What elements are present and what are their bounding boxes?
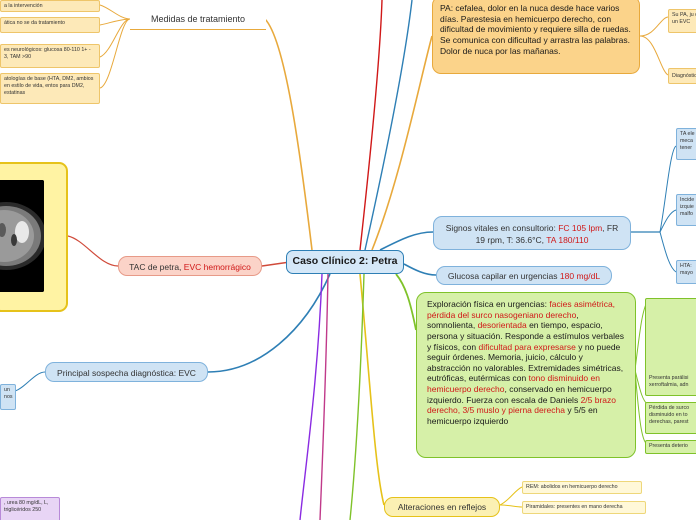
right-cell-incidencia[interactable]: Incide izquie malfo <box>676 194 696 226</box>
right-cell-pa-evc[interactable]: Su PA, ju de un EVC <box>668 9 696 33</box>
tac-text: TAC de petra, <box>129 262 184 272</box>
exploracion-text-run: , conservado en hemicuerpo izquierdo. Fu… <box>427 384 612 405</box>
branch-sospecha[interactable]: Principal sospecha diagnóstica: EVC <box>45 362 208 382</box>
exploracion-finding-highlight: tono disminuido en hemicuerpo derecho <box>427 373 600 394</box>
central-topic[interactable]: Caso Clínico 2: Petra <box>286 250 404 274</box>
right-cell-surco[interactable]: Pérdida de surco disminuido en to derech… <box>645 402 696 434</box>
exploracion-finding-highlight: dificultad para expresarse <box>478 341 576 352</box>
exploracion-text-run: y 5/5 en hemicuerpo izquierdo <box>427 405 598 426</box>
exploracion-text-run: y no puede seguir órdenes. Memoria, juic… <box>427 341 624 384</box>
vitales-mid: , FR 19 rpm, T: 36.6°C, <box>475 223 619 245</box>
glucosa-label: Glucosa capilar en urgencias <box>447 271 560 281</box>
right-cell-hta[interactable]: HTA: mayo <box>676 260 696 284</box>
left-cell-patologias[interactable]: atologías de base (HTA, DM2, ambios en e… <box>0 73 100 104</box>
branch-signos-vitales[interactable]: Signos vitales en consultorio: FC 105 lp… <box>433 216 631 250</box>
left-cell-laboratorios[interactable]: , urea 80 mg/dL, L, triglicéridos 250 <box>0 497 60 520</box>
left-cell-sospecha-detalle[interactable]: un nos <box>0 384 16 410</box>
exploracion-finding-highlight: facies asimétrica, pérdida del surco nas… <box>427 299 616 320</box>
vitales-label: Signos vitales en consultorio: <box>445 223 559 233</box>
left-cell-parametros[interactable]: es neurológicos: glucosa 80-110 1+ - 3, … <box>0 44 100 68</box>
right-cell-diagnostico[interactable]: Diagnóstic <box>668 68 696 84</box>
branch-reflejos[interactable]: Alteraciones en reflejos <box>384 497 500 517</box>
tac-brain-scan <box>0 180 44 292</box>
left-cell-no-tratamiento[interactable]: ática no se da tratamiento <box>0 17 100 33</box>
exploracion-finding-highlight: 2/5 brazo derecho, 3/5 muslo y pierna de… <box>427 394 617 416</box>
branch-exploracion[interactable]: Exploración física en urgencias: facies … <box>416 292 636 458</box>
right-cell-piramidales[interactable]: Piramidales: presentes en mano derecha <box>522 501 646 514</box>
vitales-fc: FC 105 lpm <box>558 223 603 233</box>
branch-medidas-tratamiento[interactable]: Medidas de tratamiento <box>130 8 266 30</box>
exploracion-text-run: Exploración física en urgencias: <box>427 299 550 309</box>
left-cell-intervencion[interactable]: a la intervención <box>0 0 100 12</box>
tac-highlight: EVC hemorrágico <box>183 262 251 272</box>
right-cell-rem[interactable]: REM: abolidos en hemicuerpo derecho <box>522 481 642 494</box>
right-cell-ta-elevada[interactable]: TA ele meca tener <box>676 128 696 160</box>
branch-glucosa[interactable]: Glucosa capilar en urgencias 180 mg/dL <box>436 266 612 285</box>
exploracion-finding-highlight: desorientada <box>477 320 527 331</box>
glucosa-value: 180 mg/dL <box>559 271 601 281</box>
branch-pa[interactable]: PA: cefalea, dolor en la nuca desde hace… <box>432 0 640 74</box>
tac-image-frame <box>0 162 68 312</box>
exploracion-text-run: en tiempo, espacio, persona y situación.… <box>427 320 625 352</box>
right-cell-paralisis[interactable]: Presenta parálisi xerroftalmia, adn <box>645 298 696 396</box>
right-cell-deterioro[interactable]: Presenta deterio <box>645 440 696 454</box>
vitales-ta: TA 180/110 <box>546 235 589 245</box>
exploracion-text-run: , somnolienta, <box>427 309 579 331</box>
exploracion-text: Exploración física en urgencias: facies … <box>427 299 624 426</box>
branch-tac[interactable]: TAC de petra, EVC hemorrágico <box>118 256 262 276</box>
